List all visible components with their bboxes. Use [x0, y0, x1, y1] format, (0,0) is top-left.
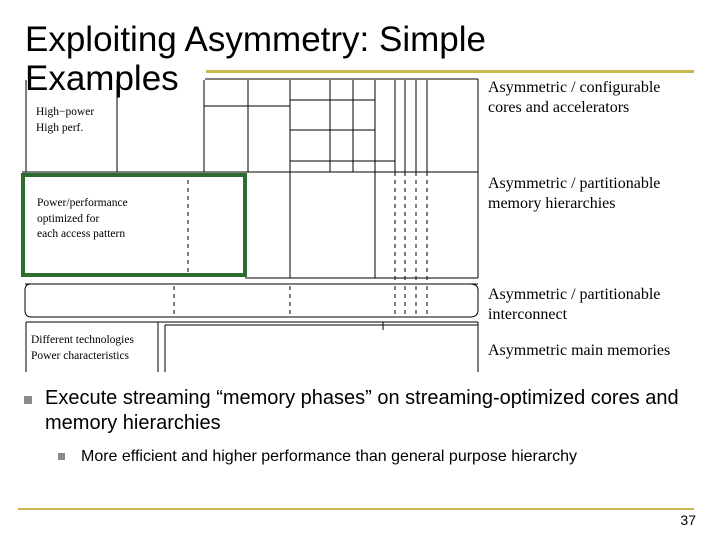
- bullet-text-1: Execute streaming “memory phases” on str…: [45, 387, 679, 434]
- core-label-line2: High perf.: [36, 121, 84, 134]
- bullet-marker-1-1: [58, 453, 65, 460]
- core-label-line1: High−power: [36, 106, 95, 118]
- label-cores-accelerators: Asymmetric / configurable cores and acce…: [488, 79, 661, 116]
- interconnect-band: [24, 283, 479, 318]
- footer-rule: [18, 508, 694, 510]
- sub-bullet-text-1: More efficient and higher performance th…: [81, 448, 577, 465]
- cache-label-line1: Power/performance: [37, 197, 128, 209]
- memory-label: Different technologies Power characteris…: [31, 333, 134, 364]
- cache-label-line2: optimized for: [37, 212, 100, 225]
- memory-label-line2: Power characteristics: [31, 349, 130, 362]
- label-memory-hierarchies: Asymmetric / partitionable memory hierar…: [488, 175, 661, 212]
- page-number: 37: [680, 512, 696, 528]
- slide-title: Exploiting Asymmetry: Simple Examples: [25, 20, 486, 98]
- highlight-box: [21, 173, 247, 277]
- bullet-marker-1: [24, 396, 32, 404]
- cache-label-line3: each access pattern: [37, 228, 126, 240]
- label-main-memories: Asymmetric main memories: [488, 342, 671, 359]
- title-underline: [206, 70, 694, 73]
- core-label: High−power High perf.: [36, 105, 94, 136]
- memory-label-line1: Different technologies: [31, 334, 134, 346]
- label-interconnect: Asymmetric / partitionable interconnect: [488, 286, 661, 323]
- cache-label: Power/performance optimized for each acc…: [37, 196, 128, 243]
